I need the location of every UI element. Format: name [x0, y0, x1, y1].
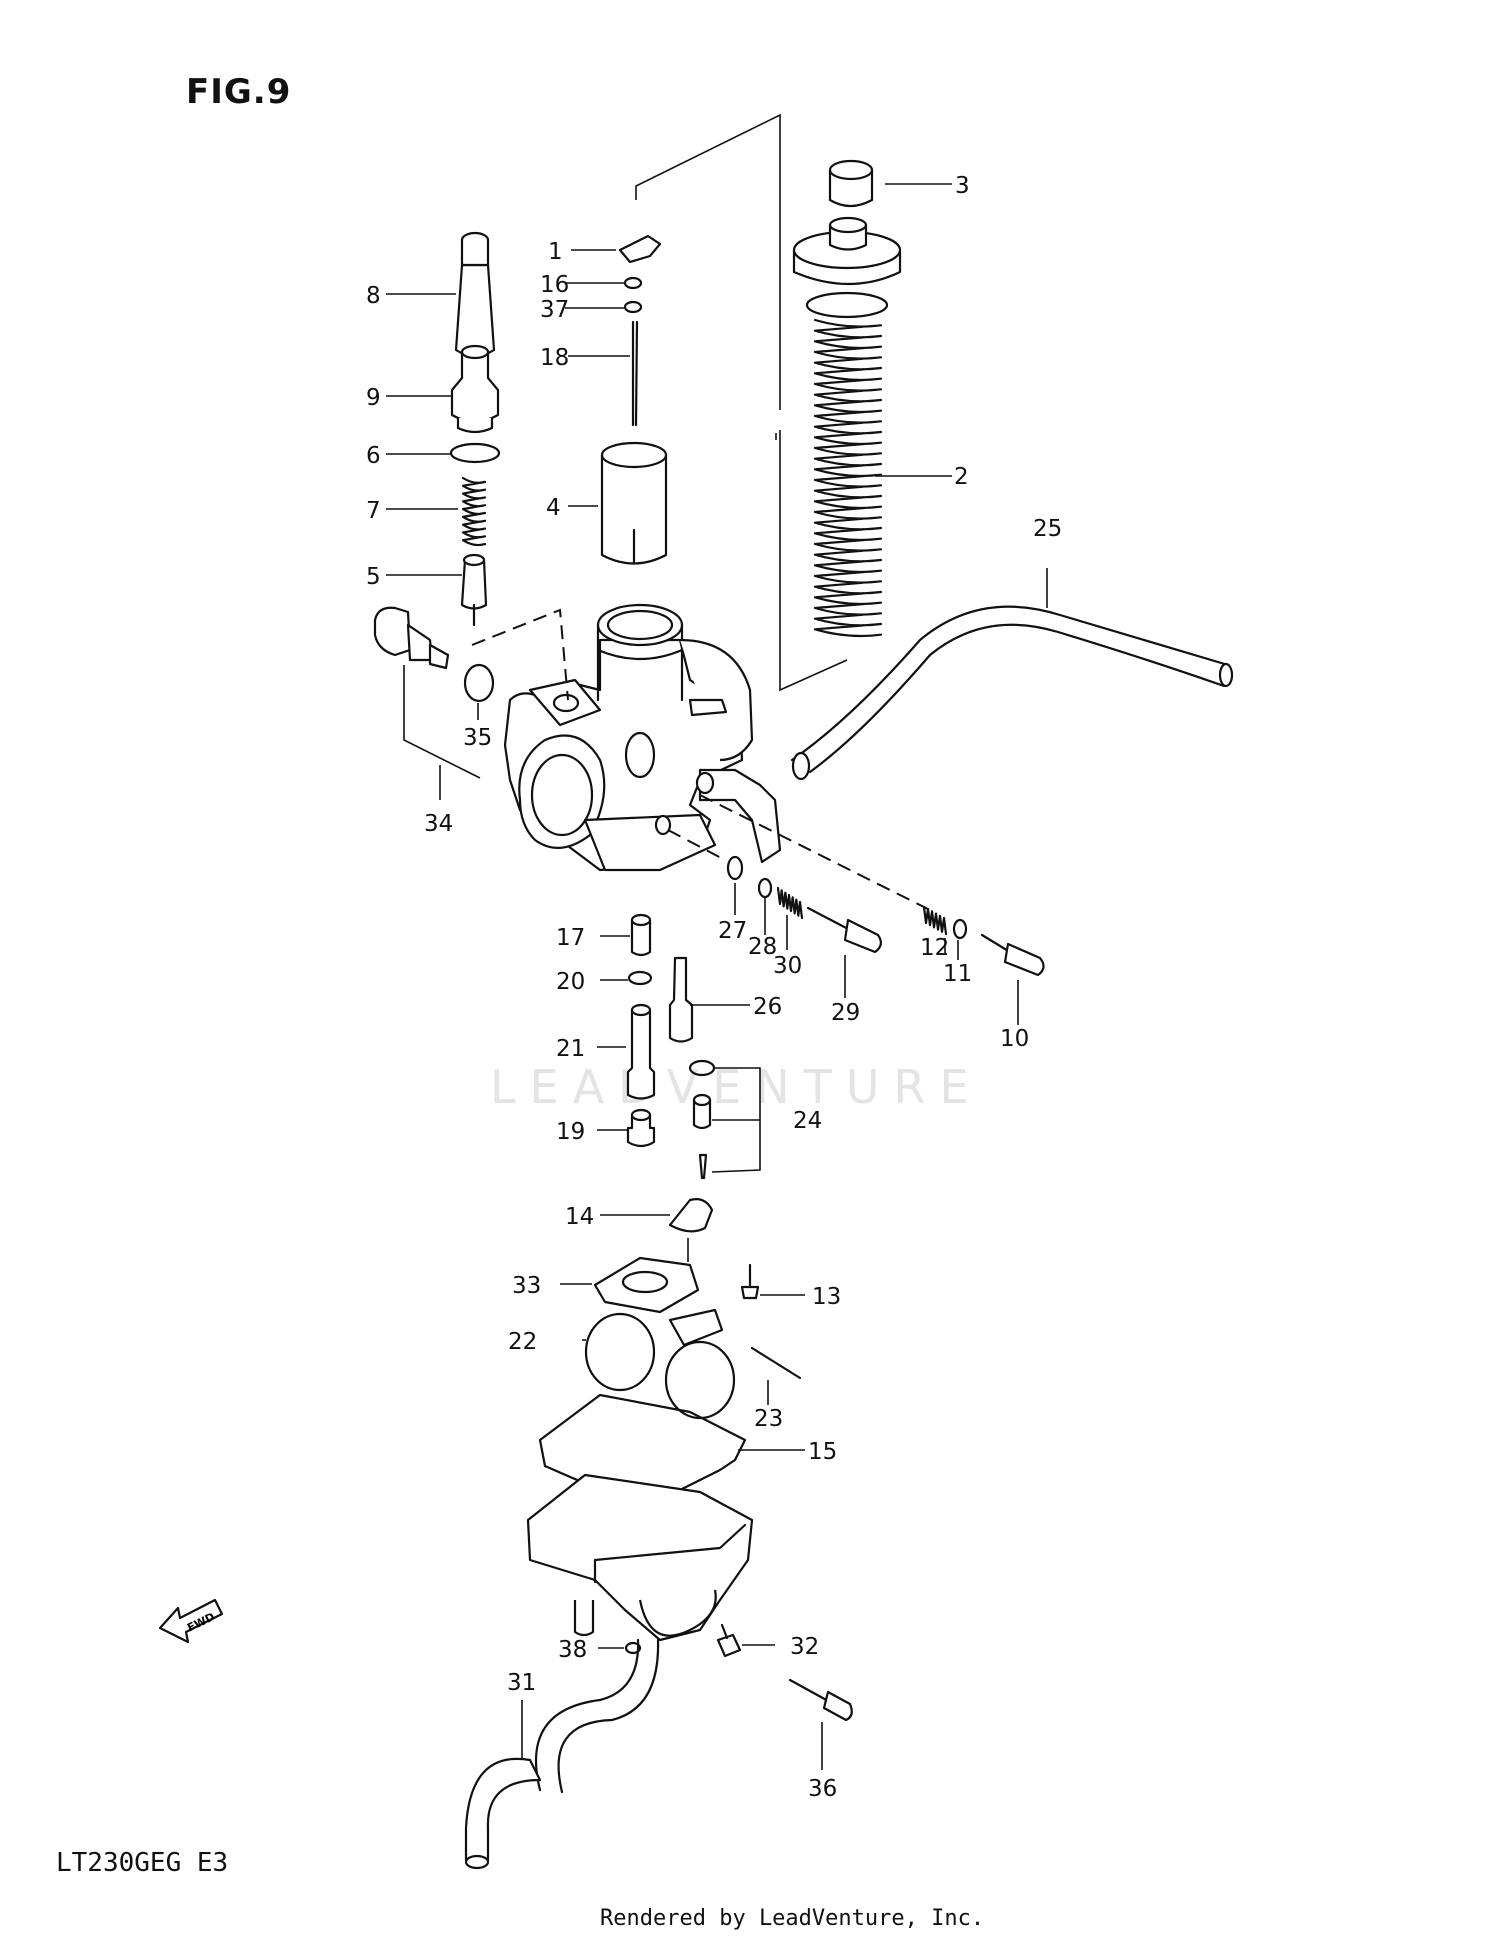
cable-cap	[828, 159, 874, 208]
callout-21: 21	[556, 1036, 585, 1062]
callout-9: 9	[366, 385, 381, 411]
starter-plunger	[460, 553, 488, 627]
needle-valve-set	[688, 1059, 761, 1180]
throttle-valve	[600, 441, 668, 565]
watermark: LEADVENTURE	[490, 1060, 983, 1114]
callout-38: 38	[558, 1637, 587, 1663]
float	[584, 1308, 736, 1420]
jet-needle	[631, 320, 639, 427]
drain-hose	[464, 1638, 660, 1870]
o-ring-27	[726, 855, 744, 881]
fwd-arrow-icon: FWD	[158, 1598, 224, 1644]
cap-gasket	[805, 291, 889, 319]
callout-18: 18	[540, 345, 569, 371]
callout-36: 36	[808, 1776, 837, 1802]
main-jet	[626, 1108, 656, 1148]
spring-30	[776, 886, 804, 920]
callout-5: 5	[366, 564, 381, 590]
throttle-stop-screw	[806, 906, 882, 954]
starter-nut	[450, 344, 500, 434]
callout-2: 2	[954, 464, 969, 490]
callout-33: 33	[512, 1273, 541, 1299]
throttle-spring	[813, 318, 883, 638]
e-ring	[623, 276, 643, 290]
callout-1: 1	[548, 239, 563, 265]
jet-gasket	[593, 1256, 700, 1314]
callout-20: 20	[556, 969, 585, 995]
needle-jet	[668, 956, 694, 1043]
figure-title: FIG.9	[186, 72, 292, 112]
o-ring-20	[627, 970, 653, 986]
callout-29: 29	[831, 1000, 860, 1026]
callout-8: 8	[366, 283, 381, 309]
drain-plug-screw	[788, 1678, 853, 1722]
assembly-bracket	[635, 113, 848, 692]
float-chamber-gasket	[538, 1393, 747, 1502]
callout-34: 34	[424, 811, 453, 837]
vent-hose	[790, 605, 1230, 762]
main-jet-holder	[626, 1003, 656, 1100]
callout-32: 32	[790, 1634, 819, 1660]
washer-11	[952, 918, 968, 940]
washer	[623, 300, 643, 314]
starter-spring	[461, 476, 487, 547]
callout-24: 24	[793, 1108, 822, 1134]
o-ring-38	[624, 1641, 642, 1655]
float-pin-clip	[668, 1198, 714, 1233]
callout-14: 14	[565, 1204, 594, 1230]
callout-15: 15	[808, 1439, 837, 1465]
float-chamber	[526, 1473, 754, 1642]
starter-boot	[454, 231, 496, 358]
model-code: LT230GEG E3	[56, 1848, 229, 1878]
callout-31: 31	[507, 1670, 536, 1696]
top-cap	[792, 216, 902, 286]
pilot-air-screw	[980, 933, 1045, 977]
callout-labels: 1 2 3 4 5 6 7 8 9 10 11 12 13 14 15 16 1…	[366, 173, 1062, 1802]
callout-7: 7	[366, 498, 381, 524]
callout-3: 3	[955, 173, 970, 199]
needle-clip	[618, 234, 662, 264]
callout-19: 19	[556, 1119, 585, 1145]
render-credit: Rendered by LeadVenture, Inc.	[600, 1906, 985, 1931]
o-ring-28	[757, 877, 773, 899]
screw-13	[740, 1263, 760, 1300]
drain-screw	[716, 1623, 742, 1658]
callout-13: 13	[812, 1284, 841, 1310]
assembly-line	[471, 608, 569, 701]
spring-12	[922, 905, 948, 936]
callout-16: 16	[540, 272, 569, 298]
callout-28: 28	[748, 934, 777, 960]
pilot-air-screw-assy	[373, 606, 450, 670]
callout-4: 4	[546, 495, 561, 521]
callout-27: 27	[718, 918, 747, 944]
callout-10: 10	[1000, 1026, 1029, 1052]
callout-6: 6	[366, 443, 381, 469]
callout-22: 22	[508, 1329, 537, 1355]
callout-25: 25	[1033, 516, 1062, 542]
callout-30: 30	[773, 953, 802, 979]
callout-11: 11	[943, 961, 972, 987]
callout-leaders	[386, 183, 1048, 1770]
callout-17: 17	[556, 925, 585, 951]
o-ring-35	[463, 663, 495, 703]
callout-26: 26	[753, 994, 782, 1020]
pilot-jet	[630, 913, 652, 957]
callout-23: 23	[754, 1406, 783, 1432]
carburetor-body	[503, 603, 782, 872]
callout-12: 12	[920, 935, 949, 961]
callout-35: 35	[463, 725, 492, 751]
o-ring	[449, 442, 501, 464]
callout-37: 37	[540, 297, 569, 323]
float-pin	[750, 1346, 802, 1380]
assembly-line	[667, 829, 726, 861]
